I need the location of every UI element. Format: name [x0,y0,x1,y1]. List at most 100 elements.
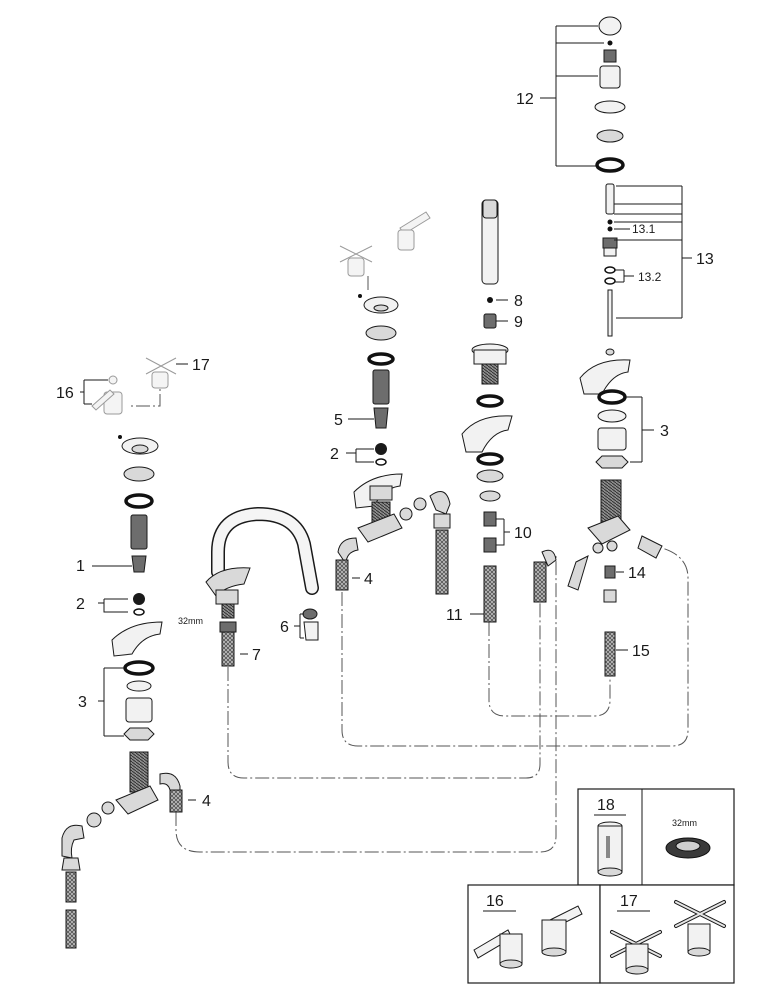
diverter-port-b [606,540,618,552]
spout-base [215,589,239,605]
callout-4-center: 4 [364,571,373,588]
cap-12 [598,16,622,36]
lever-handle-ghost-center [397,211,431,251]
diverter-assembly [533,16,663,677]
diverter-fitting-right [637,535,663,559]
seal-2d [375,458,387,466]
valve-body [115,785,159,815]
seal-13-1b [607,226,613,232]
nut-center-b [413,497,427,511]
spout-hose-7 [221,631,235,667]
cross-handle-variant-a [610,930,662,975]
leader-lines [80,25,692,801]
seal-13-1a [607,219,613,225]
seal-8 [487,297,493,303]
washer-3-right [597,409,627,423]
o-ring-3 [123,660,155,676]
inset-panel-16: 16 [467,884,601,984]
shower-holder [473,349,507,365]
callout-13: 13 [696,251,714,268]
callout-11: 11 [446,607,463,624]
o-ring-shower [476,394,504,408]
panel-18-label: 18 [597,797,615,814]
center-valve-assembly [335,211,451,595]
hose-nut-15 [603,589,617,603]
center-valve-body [357,513,403,543]
aerator-6a [302,608,318,620]
diverter-hose-left [533,561,547,603]
inset-panel-17: 17 [599,884,735,984]
knob-12 [599,65,621,89]
elbow-lower [61,824,85,859]
callout-2-center: 2 [330,446,339,463]
dimension-32mm-spout: 32mm [178,616,203,626]
cross-handle-ghost [145,357,177,389]
callout-13-1: 13.1 [632,222,656,236]
escutcheon-shower [461,415,513,453]
weight-10a [483,511,497,527]
diverter-rod-13 [607,289,613,337]
diverter-stem-13 [605,183,615,215]
panel-17-label: 17 [620,893,638,910]
o-ring-shower-2 [476,452,504,466]
filter-9 [483,313,497,329]
callout-2: 2 [76,596,85,613]
screw-cap [118,435,122,439]
lever-handle-variant-a [473,929,523,969]
callout-15: 15 [632,643,650,660]
o-ring [124,493,154,509]
o-ring-12 [595,157,625,173]
callout-7: 7 [252,647,261,664]
callout-12: 12 [516,91,534,108]
nut-small [101,801,115,815]
rosette-center [131,444,149,454]
hose-lower-2 [65,909,77,949]
callout-6: 6 [280,619,289,636]
callout-10: 10 [514,525,532,542]
callout-5: 5 [334,412,343,429]
wrench-tool [597,821,623,877]
diverter-body [587,515,631,545]
hose-center-right [435,529,449,595]
washer-12 [596,129,624,143]
lever-handle-variant-b [541,905,583,957]
callout-8: 8 [514,293,523,310]
nut-center-a [399,507,413,521]
inset-panel-18: 18 32mm [577,788,735,886]
screw-cap-center [358,294,362,298]
cross-handle-ghost-center [339,245,373,277]
shower-face [482,199,498,219]
rod-tip [605,348,615,356]
hose-nut [61,857,81,871]
hex-nut-3-right [595,455,629,469]
washer-shower-2 [479,490,501,502]
hose-15 [604,631,616,677]
seal-13-2a [604,266,616,274]
ring-tool [665,837,711,859]
check-valve-14 [604,565,616,579]
stem-12 [603,49,617,63]
escutcheon-diverter [579,359,631,395]
dimension-32mm-ring: 32mm [672,818,697,828]
washer [123,466,155,482]
nut-3-right [597,427,627,451]
diverter-elbow-left [541,549,557,567]
diverter-collar-13 [603,247,617,257]
shower-hose-11 [483,565,497,623]
hose-nut-center [433,513,451,529]
threaded-body [129,751,149,793]
left-valve-assembly [61,357,183,949]
hose-4-center [335,559,349,591]
connection-paths [128,276,689,853]
callout-1: 1 [76,558,85,575]
o-ring-3-right [597,389,627,405]
sleeve-center [372,369,390,405]
callout-16: 16 [56,385,74,402]
callout-9: 9 [514,314,523,331]
elbow-4-center [337,537,359,566]
o-ring-center [367,352,395,366]
inset-panels: 18 32mm 16 [467,788,735,984]
cartridge-1 [131,555,147,573]
panel-16-label: 16 [486,893,504,910]
